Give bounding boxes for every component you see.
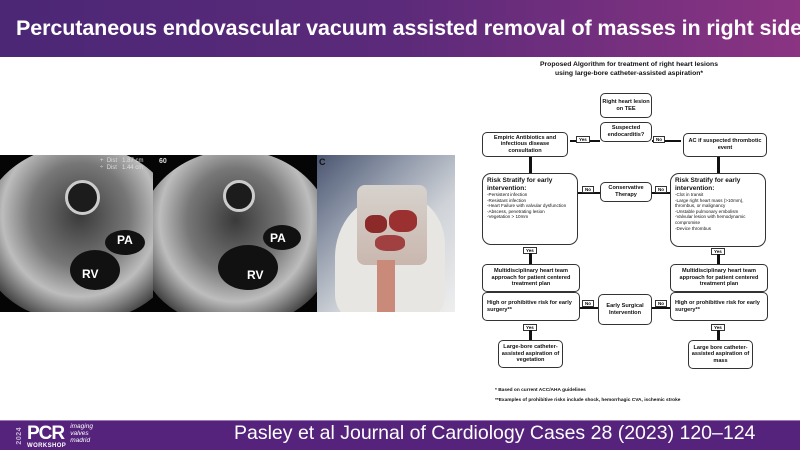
footnote-2: **Examples of prohibitive risks include … (495, 398, 681, 403)
anticoagulation-box: AC if suspected thrombotic event (683, 133, 767, 157)
left-aspiration-box: Large-bore catheter-assisted aspiration … (498, 340, 563, 368)
right-risk-box: Risk Stratify for early intervention: -C… (670, 173, 766, 247)
left-high-risk-box: High or prohibitive risk for early surge… (482, 292, 580, 321)
empiric-antibiotics-box: Empiric Antibiotics and infectious disea… (482, 132, 568, 157)
no-label: No (653, 136, 665, 143)
no-label: No (655, 300, 667, 307)
left-risk-box: Risk Stratify for early intervention: -P… (482, 173, 578, 245)
label-rv: RV (82, 267, 99, 281)
panel-label-c: C (319, 157, 326, 167)
echo-image-a: + Dist 1.87 cm ÷ Dist 1.44 cm PA RV (0, 155, 153, 312)
no-label: No (582, 186, 594, 193)
angle-readout: 60 (159, 158, 167, 165)
slide-header: Percutaneous endovascular vacuum assiste… (0, 0, 800, 57)
question-box: Suspected endocarditis? (600, 122, 652, 142)
no-label: No (582, 300, 594, 307)
slide-title: Percutaneous endovascular vacuum assiste… (16, 16, 800, 40)
aspirated-mass-photo: C (317, 155, 455, 312)
right-multidisciplinary-box: Multidisciplinary heart team approach fo… (670, 264, 768, 292)
early-surgical-box: Early Surgical Intervention (598, 294, 652, 325)
yes-label: Yes (576, 136, 590, 143)
right-aspiration-box: Large bore catheter-assisted aspiration … (688, 340, 753, 369)
citation: Pasley et al Journal of Cardiology Cases… (234, 422, 756, 444)
label-rv: RV (247, 268, 264, 282)
footnote-1: * Based on current ACC/AHA guidelines (495, 388, 586, 393)
label-pa: PA (270, 231, 286, 245)
left-multidisciplinary-box: Multidisciplinary heart team approach fo… (482, 264, 580, 292)
echo-image-b: 60 PA RV (153, 155, 317, 312)
conservative-therapy-box: Conservative Therapy (600, 182, 652, 202)
right-high-risk-box: High or prohibitive risk for early surge… (670, 292, 768, 321)
distance-readout: + Dist 1.87 cm ÷ Dist 1.44 cm (100, 158, 144, 171)
no-label: No (655, 186, 667, 193)
start-box: Right heart lesion on TEE (600, 93, 652, 118)
flowchart-title: Proposed Algorithm for treatment of righ… (540, 61, 718, 77)
algorithm-flowchart: Proposed Algorithm for treatment of righ… (458, 57, 800, 420)
label-pa: PA (117, 233, 133, 247)
